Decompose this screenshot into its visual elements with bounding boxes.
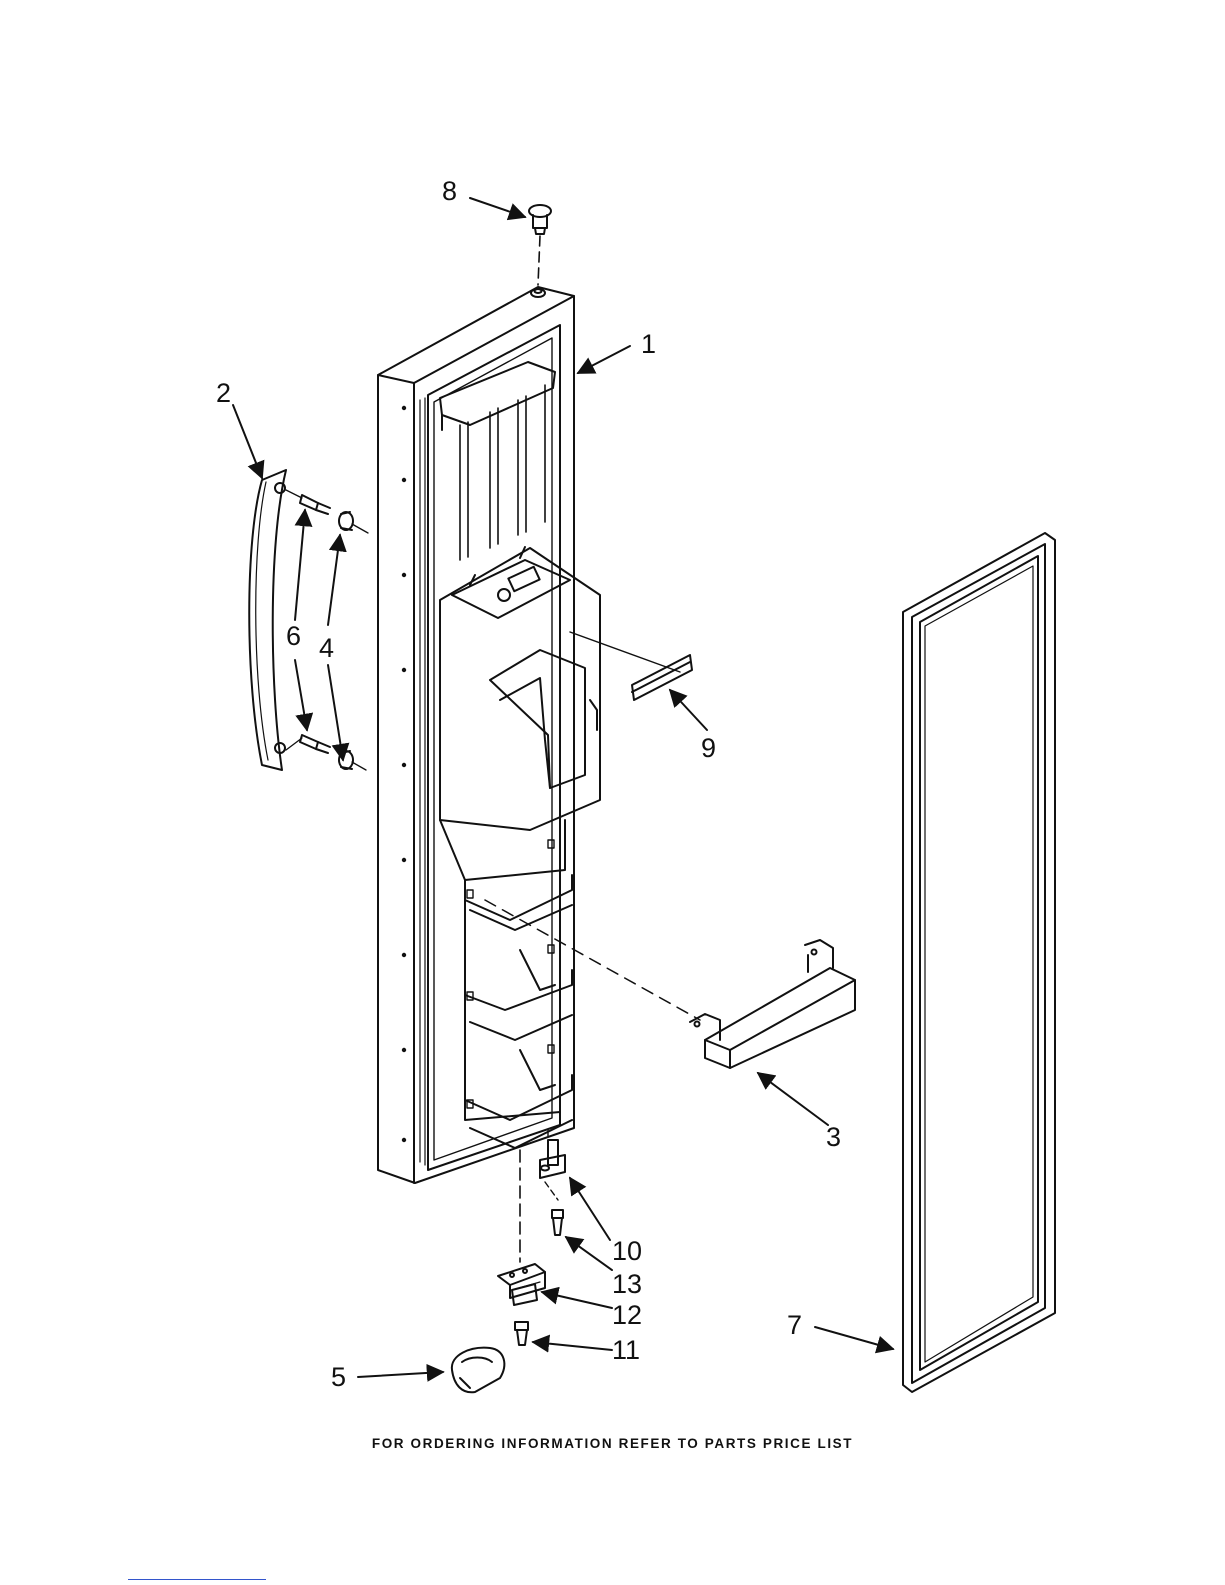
bracket-screw <box>515 1322 528 1345</box>
leader-3 <box>758 1073 828 1125</box>
leader-5 <box>358 1372 443 1377</box>
door-handle <box>249 470 286 770</box>
door-assembly <box>378 287 600 1183</box>
door-gasket <box>903 533 1055 1392</box>
hinge-pin <box>540 1140 565 1178</box>
callout-4: 4 <box>319 633 334 663</box>
callout-2: 2 <box>216 378 231 408</box>
callout-13: 13 <box>612 1269 642 1299</box>
leader-9 <box>670 690 707 730</box>
callout-12: 12 <box>612 1300 642 1330</box>
leader-arrows <box>233 198 893 1377</box>
leader-8 <box>470 198 525 217</box>
callout-3: 3 <box>826 1122 841 1152</box>
callout-9: 9 <box>701 733 716 763</box>
callout-8: 8 <box>442 176 457 206</box>
leader-1 <box>578 346 630 373</box>
ordering-info-note: FOR ORDERING INFORMATION REFER TO PARTS … <box>0 1436 1225 1451</box>
hinge-cover <box>452 1348 504 1393</box>
door-shelf <box>690 940 855 1068</box>
handle-spacers <box>339 512 353 769</box>
callout-6: 6 <box>286 621 301 651</box>
page-link-underline[interactable] <box>128 1579 266 1580</box>
leader-6a <box>295 510 305 620</box>
callout-labels: 8 1 2 6 4 9 3 10 13 12 7 11 5 <box>216 176 841 1392</box>
callout-5: 5 <box>331 1362 346 1392</box>
leader-2 <box>233 405 262 478</box>
hinge-bracket <box>498 1264 545 1298</box>
leader-11 <box>533 1342 612 1350</box>
leader-4a <box>328 535 340 625</box>
leader-12 <box>542 1292 612 1308</box>
hinge-plug <box>529 205 551 234</box>
leader-10 <box>570 1178 610 1240</box>
leader-6b <box>295 660 307 730</box>
callout-11: 11 <box>612 1335 640 1365</box>
leader-13 <box>566 1237 612 1270</box>
callout-7: 7 <box>787 1310 802 1340</box>
leader-7 <box>815 1327 893 1349</box>
callout-1: 1 <box>641 329 656 359</box>
leader-4b <box>328 665 343 760</box>
dispenser-trim <box>632 655 692 700</box>
hinge-screw <box>552 1210 563 1235</box>
callout-10: 10 <box>612 1236 642 1266</box>
